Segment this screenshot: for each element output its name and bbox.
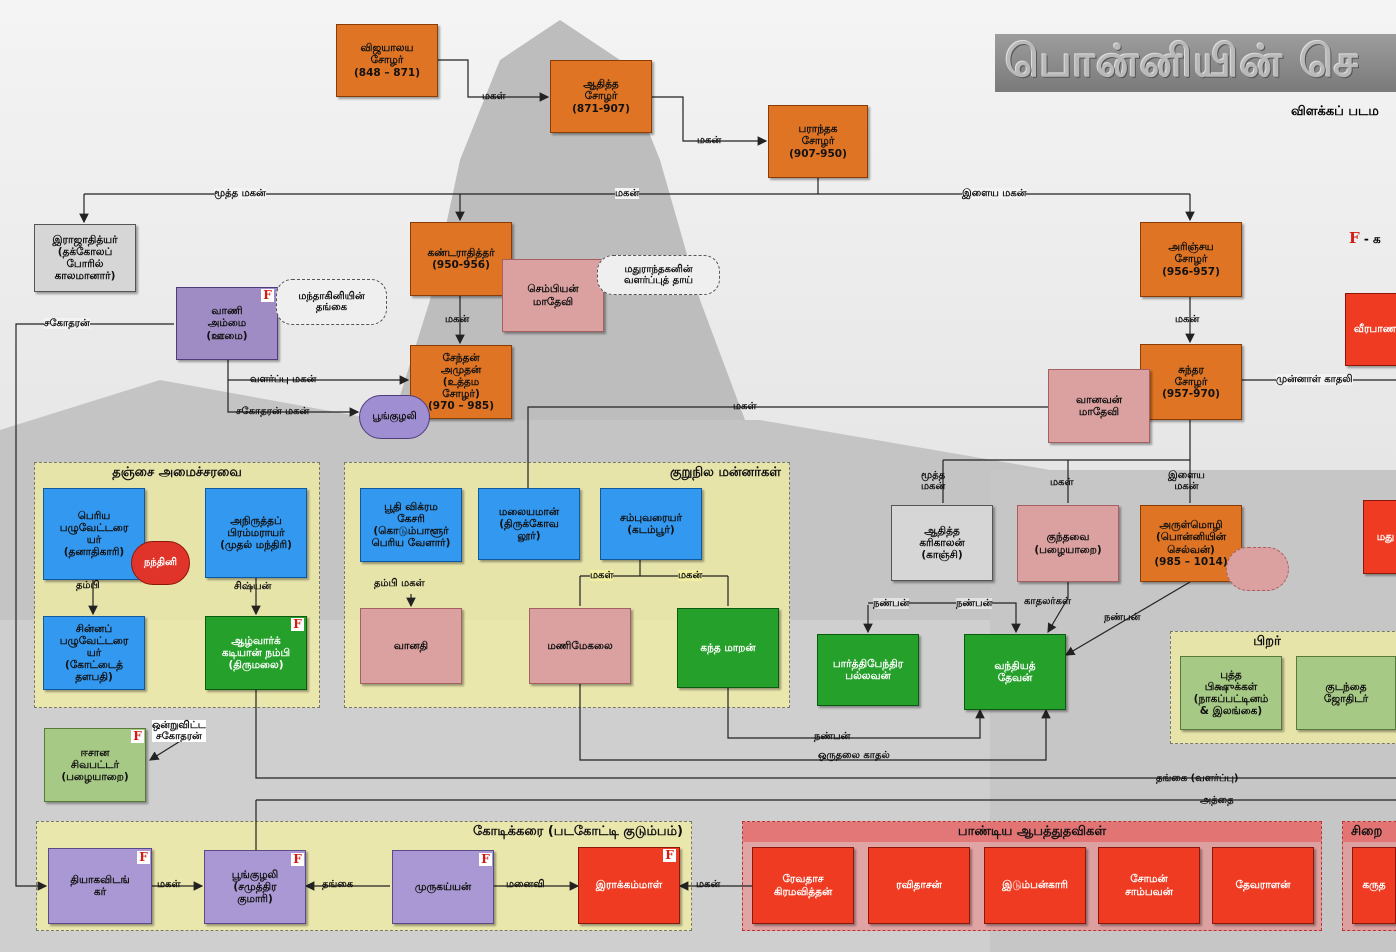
node-vaanavan: வானவன் மாதேவி — [1048, 369, 1150, 443]
fictional-badge-icon: F — [261, 289, 274, 302]
rel-magan-1: மகன் — [697, 135, 722, 146]
rel-nanban-1: நண்பன் — [873, 598, 910, 609]
rel-sagotharan-magan: சகோதரன் மகன் — [236, 406, 310, 417]
rel-magan-2: மகன் — [615, 188, 640, 199]
bubble-madhurantakan: மதுராந்தகனின் வளர்ப்புத் தாய் — [597, 255, 720, 295]
node-sambuvaraiyar: சம்புவரையர் (கடம்பூர்) — [600, 488, 702, 560]
node-vandhiyathevan: வந்தியத் தேவன் — [964, 634, 1066, 710]
page-subtitle: விளக்கப் படம — [1291, 104, 1379, 119]
rel-mootha-magan: மூத்த மகன் — [214, 188, 266, 199]
node-aditha-karikalan: ஆதித்த கரிகாலன் (காஞ்சி) — [891, 505, 993, 581]
node-rajadithya: இராஜாதித்யர் (தக்கோலப் போரில் காலமானார்) — [34, 224, 136, 292]
node-murugayyan: முருகய்யன் — [392, 850, 494, 924]
node-manimekalai: மணிமேகலை — [529, 608, 631, 684]
rel-ilaya-magan-2: இளைய மகன் — [1168, 470, 1205, 492]
rel-orudhalai: ஒருதலை காதல் — [818, 750, 890, 761]
node-azhvar: ஆழ்வார்க் கடியான் நம்பி (திருமலை) — [205, 616, 307, 690]
node-revadasa: ரேவதாச கிரமவித்தன் — [752, 847, 854, 924]
rel-magal-4: மகள் — [590, 570, 614, 581]
rel-magal-1: மகள் — [482, 91, 506, 102]
rel-valarppu-magan: வளர்ப்பு மகன் — [250, 374, 317, 385]
others-group-title: பிறர் — [1253, 634, 1281, 649]
rel-magal-2: மகள் — [733, 401, 757, 412]
rel-thambi: தம்பி — [76, 580, 100, 591]
node-sundara: சுந்தர சோழர் (957-970) — [1140, 344, 1242, 420]
bubble-vaanathi — [1226, 547, 1289, 591]
rel-nanban-4: நண்பன் — [814, 731, 851, 742]
rel-magan-3: மகன் — [445, 314, 470, 325]
fictional-badge-icon: F — [479, 853, 492, 866]
legend-f-icon: F — [1349, 229, 1360, 247]
rel-magan-6: மகன் — [696, 879, 721, 890]
bubble-nandini: நந்தினி — [131, 541, 190, 585]
node-sembiyan: செம்பியன் மாதேவி — [502, 259, 604, 332]
node-anirudha: அநிருத்தப் பிரம்மராயர் (முதல் மந்திரி) — [205, 488, 307, 578]
fictional-badge-icon: F — [663, 849, 676, 862]
legend-text: - க — [1363, 232, 1381, 246]
node-idumban: இடும்பன்காரி — [984, 847, 1086, 924]
rel-manaivi: மனைவி — [506, 879, 545, 890]
rel-magal-5: மகள் — [157, 879, 181, 890]
rel-munnaal-kadhali: முன்னாள் காதலி — [1276, 374, 1353, 385]
kurunila-group-title: குறுநில மன்னர்கள் — [670, 465, 781, 480]
node-devaralan: தேவராளன் — [1212, 847, 1314, 924]
fictional-badge-icon: F — [131, 730, 144, 743]
rel-magal-3: மகள் — [1050, 477, 1074, 488]
pandya-group-title: பாண்டிய ஆபத்துதவிகள் — [743, 822, 1321, 842]
rel-magan-5: மகன் — [678, 570, 703, 581]
node-madhu: மது — [1363, 500, 1396, 574]
prison-group-title: சிறை — [1343, 822, 1396, 842]
node-kandaradithya: கண்டராதித்தர் (950-956) — [410, 222, 512, 296]
node-ravidasan: ரவிதாசன் — [868, 847, 970, 924]
node-kandamaran: கந்த மாறன் — [677, 608, 779, 688]
node-buddha: புத்த பிக்ஷுக்கள் (நாகப்பட்டினம் & இலங்க… — [1180, 656, 1282, 730]
node-malayaman: மலையமான் (திருக்கோவ லூர்) — [478, 488, 580, 560]
rel-magan-4: மகன் — [1175, 314, 1200, 325]
node-kundavai: குந்தவை (பழையாறை) — [1017, 505, 1119, 582]
rel-sagotharan: சகோதரன் — [44, 318, 90, 329]
rel-nanban-3: நண்பன் — [1104, 612, 1141, 623]
node-soman: சோமன் சாம்பவன் — [1098, 847, 1200, 924]
rel-nanban-2: நண்பன் — [956, 598, 993, 609]
rel-thambi-magal: தம்பி மகள் — [374, 578, 425, 589]
page-title: பொன்னியின் செ — [1005, 36, 1360, 87]
node-parthiban: பார்த்திபேந்திர பல்லவன் — [817, 634, 919, 706]
rel-thangai: தங்கை — [322, 879, 354, 890]
node-kudanthai: குடந்தை ஜோதிடர் — [1296, 656, 1396, 730]
node-poonguzhali-2: பூங்குழலி (சமுத்திர குமாரி) — [204, 850, 306, 924]
rel-kadhalargal: காதலர்கள் — [1024, 596, 1072, 607]
node-aditha-1: ஆதித்த சோழர் (871-907) — [550, 60, 652, 133]
rel-thangai-valarppu: தங்கை (வளர்ப்பு) — [1156, 773, 1239, 784]
bubble-mandakini: மந்தாகினியின் தங்கை — [276, 279, 387, 325]
node-vijayalaya: விஜயாலய சோழர் (848 – 871) — [336, 24, 438, 97]
title-banner: பொன்னியின் செ — [995, 34, 1396, 92]
thanjai-group-title: தஞ்சை அமைச்சரவை — [112, 465, 242, 480]
fictional-badge-icon: F — [291, 618, 304, 631]
node-poothi: பூதி விக்ரம கேசரி (கொடும்பாளூர் பெரிய வே… — [360, 488, 462, 562]
node-virapandya: வீரபாண — [1345, 293, 1396, 366]
kodikkarai-group-title: கோடிக்கரை (படகோட்டி குடும்பம்) — [473, 824, 683, 839]
node-vaanathi: வானதி — [360, 608, 462, 684]
node-paranthaka: பராந்தக சோழர் (907-950) — [768, 105, 868, 178]
rel-onruvitta: ஒன்றுவிட்ட சகோதரன் — [152, 720, 206, 742]
rel-sishyan: சிஷ்யன் — [234, 581, 272, 592]
fictional-badge-icon: F — [291, 853, 304, 866]
rel-ilaya-magan: இளைய மகன் — [962, 188, 1027, 199]
node-karu: கருத — [1352, 847, 1396, 924]
bubble-poonguzhali: பூங்குழலி — [359, 395, 430, 439]
node-periya: பெரிய பழுவேட்டரை யர் (தனாதிகாரி) — [43, 488, 145, 580]
rel-athai: அத்தை — [1200, 795, 1234, 806]
legend: F - க — [1349, 229, 1381, 248]
node-arulmozhi: அருள்மொழி (பொன்னியின் செல்வன்) (985 – 10… — [1140, 505, 1242, 582]
node-arinjaya: அரிஞ்சய சோழர் (956-957) — [1140, 222, 1242, 297]
fictional-badge-icon: F — [137, 851, 150, 864]
node-chinna: சின்னப் பழுவேட்டரை யர் (கோட்டைத் தளபதி) — [43, 616, 145, 690]
rel-mootha-magan-2: மூத்த மகன் — [921, 470, 946, 492]
